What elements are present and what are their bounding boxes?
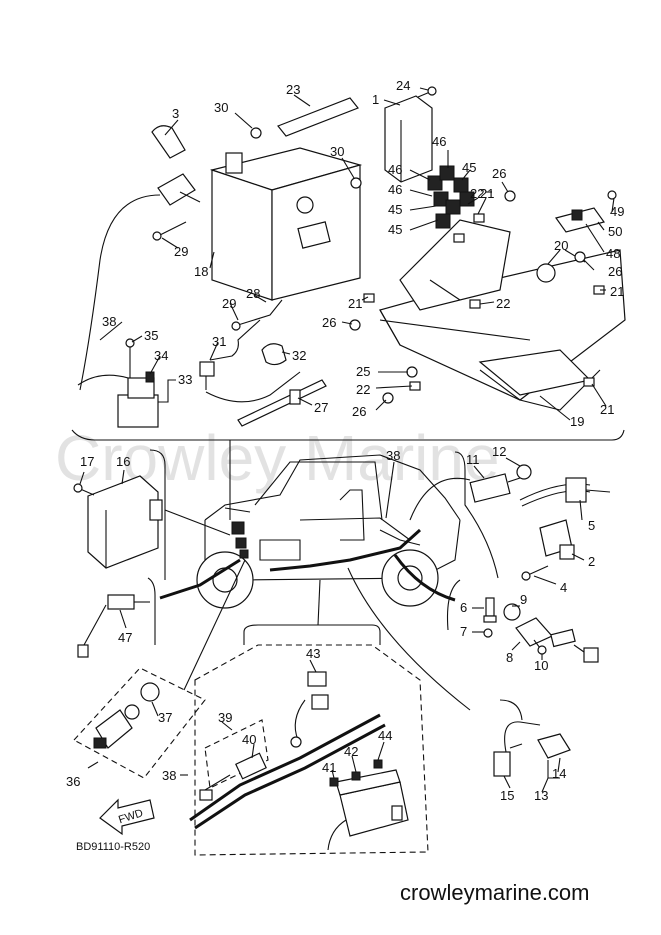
callout-21d: 21 bbox=[600, 402, 614, 417]
callout-15: 15 bbox=[500, 788, 514, 803]
spark-plug-and-sensor bbox=[483, 597, 599, 663]
callout-45b: 45 bbox=[388, 202, 402, 217]
callout-10: 10 bbox=[534, 658, 548, 673]
site-url[interactable]: crowleymarine.com bbox=[400, 880, 590, 905]
callout-41: 41 bbox=[322, 760, 336, 775]
callout-6: 6 bbox=[460, 600, 467, 615]
callout-28: 28 bbox=[246, 286, 260, 301]
callout-leaders bbox=[79, 87, 615, 793]
callout-44: 44 bbox=[378, 728, 392, 743]
callout-21c: 21 bbox=[610, 284, 624, 299]
battery-band bbox=[277, 97, 359, 137]
callout-5: 5 bbox=[588, 518, 595, 533]
callout-20: 20 bbox=[554, 238, 568, 253]
switch-assembly bbox=[73, 667, 206, 779]
callout-46c: 46 bbox=[388, 182, 402, 197]
relays bbox=[427, 165, 475, 229]
callout-4: 4 bbox=[560, 580, 567, 595]
callout-11: 11 bbox=[466, 452, 480, 467]
callout-8: 8 bbox=[506, 650, 513, 665]
callout-33: 33 bbox=[178, 372, 192, 387]
battery-terminal-bolts bbox=[250, 127, 362, 189]
callout-22b: 22 bbox=[356, 382, 370, 397]
callout-26b: 26 bbox=[608, 264, 622, 279]
callout-32: 32 bbox=[292, 348, 306, 363]
sensor-13 bbox=[493, 721, 571, 778]
cdi-unit bbox=[87, 475, 163, 569]
speed-sensor bbox=[469, 464, 532, 503]
battery bbox=[209, 147, 363, 301]
callout-39: 39 bbox=[218, 710, 232, 725]
callout-25: 25 bbox=[356, 364, 370, 379]
callout-21a: 21 bbox=[480, 186, 494, 201]
battery-tray bbox=[379, 219, 626, 411]
callout-30b: 30 bbox=[330, 144, 344, 159]
callout-42: 42 bbox=[344, 744, 358, 759]
top-assembly bbox=[71, 86, 626, 441]
starter-relay bbox=[117, 338, 159, 428]
callout-45c: 45 bbox=[388, 222, 402, 237]
callout-3: 3 bbox=[172, 106, 179, 121]
callout-17: 17 bbox=[80, 454, 94, 469]
callout-49: 49 bbox=[610, 204, 624, 219]
callout-26d: 26 bbox=[352, 404, 366, 419]
callout-29a: 29 bbox=[174, 244, 188, 259]
fwd-arrow: FWD bbox=[99, 798, 155, 836]
callout-38a: 38 bbox=[102, 314, 116, 329]
wire-harness-detail bbox=[189, 644, 429, 856]
ecu bbox=[384, 95, 433, 183]
callout-37: 37 bbox=[158, 710, 172, 725]
callout-35: 35 bbox=[144, 328, 158, 343]
callout-29b: 29 bbox=[222, 296, 236, 311]
callout-22c: 22 bbox=[470, 186, 484, 201]
callout-12: 12 bbox=[492, 444, 506, 459]
callout-31: 31 bbox=[212, 334, 226, 349]
callout-50: 50 bbox=[608, 224, 622, 239]
callout-47: 47 bbox=[118, 630, 132, 645]
callout-40: 40 bbox=[242, 732, 256, 747]
callout-43: 43 bbox=[306, 646, 320, 661]
callout-30a: 30 bbox=[214, 100, 228, 115]
callout-22a: 22 bbox=[496, 296, 510, 311]
diagram-code: BD91110-R520 bbox=[76, 841, 150, 853]
callout-48: 48 bbox=[606, 246, 620, 261]
callout-34: 34 bbox=[154, 348, 168, 363]
callout-2: 2 bbox=[588, 554, 595, 569]
callout-26a: 26 bbox=[492, 166, 506, 181]
callout-46b: 46 bbox=[388, 162, 402, 177]
callout-24: 24 bbox=[396, 78, 410, 93]
callout-23: 23 bbox=[286, 82, 300, 97]
callout-9: 9 bbox=[520, 592, 527, 607]
sensor-47 bbox=[77, 594, 150, 658]
callout-13: 13 bbox=[534, 788, 548, 803]
callout-labels: 1 2 3 4 5 6 7 8 9 10 11 12 13 14 15 16 1… bbox=[66, 78, 624, 803]
vehicle-illustration bbox=[196, 454, 461, 609]
callout-21b: 21 bbox=[348, 296, 362, 311]
callout-18: 18 bbox=[194, 264, 208, 279]
callout-19: 19 bbox=[570, 414, 584, 429]
callout-45a: 45 bbox=[462, 160, 476, 175]
callout-16: 16 bbox=[116, 454, 130, 469]
callout-38b: 38 bbox=[386, 448, 400, 463]
callout-36: 36 bbox=[66, 774, 80, 789]
callout-46a: 46 bbox=[432, 134, 446, 149]
callout-14: 14 bbox=[552, 766, 566, 781]
callout-38c: 38 bbox=[162, 768, 176, 783]
callout-1: 1 bbox=[372, 92, 379, 107]
callout-7: 7 bbox=[460, 624, 467, 639]
ignition-coil bbox=[519, 477, 611, 581]
callout-27: 27 bbox=[314, 400, 328, 415]
callout-26c: 26 bbox=[322, 315, 336, 330]
